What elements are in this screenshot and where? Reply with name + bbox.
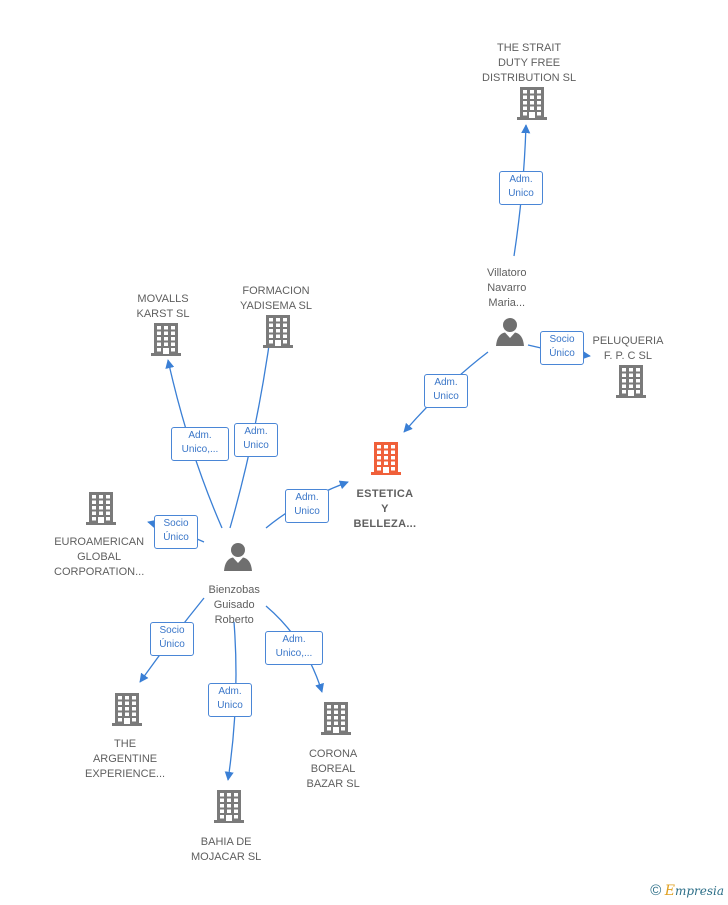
node-label-line: ARGENTINE [92,753,158,765]
edge-label-line: Adm. [218,686,242,697]
edge-label-line: Unico [243,440,269,451]
node-label-line: ESTETICA [356,488,414,500]
node-label-line: Guisado [213,599,255,611]
node-label-line: GLOBAL [77,551,122,563]
node-label-formacion[interactable]: FORMACION YADISEMA SL [240,284,312,314]
node-label-euroamerican[interactable]: EUROAMERICAN GLOBAL CORPORATION... [54,535,144,580]
node-label-line: DISTRIBUTION SL [482,72,577,84]
edge-label-line: Adm. [188,430,212,441]
edge-label-line: Único [163,532,189,543]
node-label-line: F. P. C SL [603,350,653,362]
edge-label-e6[interactable]: Adm. Unico [285,489,329,523]
node-label-line: CORONA [308,748,358,760]
node-label-line: THE STRAIT [496,42,562,54]
node-label-line: FORMACION [242,285,310,297]
node-label-line: CORPORATION... [54,566,145,578]
edge-label-line: Adm. [295,492,319,503]
node-label-movalls[interactable]: MOVALLS KARST SL [137,292,190,322]
building-icon[interactable] [616,364,646,398]
node-label-line: EUROAMERICAN [54,536,145,548]
edge-label-e5[interactable]: Adm. Unico [234,423,278,457]
edge-label-e9[interactable]: Adm. Unico [208,683,252,717]
node-label-line: Villatoro [487,267,527,279]
edge-label-line: Unico [217,700,243,711]
building-icon[interactable] [112,692,142,726]
node-label-line: PELUQUERIA [592,335,664,347]
node-label-line: Bienzobas [208,584,260,596]
edge-label-e3[interactable]: Adm. Unico [424,374,468,408]
node-label-line: Roberto [214,614,254,626]
footer-brand: © Empresia [650,882,724,899]
node-label-corona[interactable]: CORONA BOREAL BAZAR SL [307,747,360,792]
edge-label-e4[interactable]: Adm. Unico,... [171,427,229,461]
edge-label-line: Adm. [434,377,458,388]
node-label-line: Maria... [488,297,526,309]
edge-label-line: Unico,... [181,444,219,455]
node-label-line: MOVALLS [137,293,189,305]
edge-label-line: Unico [508,188,534,199]
person-icon[interactable] [495,316,525,346]
node-label-line: BELLEZA... [353,518,417,530]
node-label-line: MOJACAR SL [191,851,262,863]
node-label-line: DUTY FREE [497,57,561,69]
node-label-line: BOREAL [310,763,356,775]
edge-label-line: Unico [433,391,459,402]
building-icon[interactable] [517,86,547,120]
node-label-line: THE [114,738,137,750]
node-label-peluqueria[interactable]: PELUQUERIA F. P. C SL [593,334,664,364]
edge-label-line: Socio [549,334,575,345]
building-icon[interactable] [86,491,116,525]
node-label-estetica[interactable]: ESTETICA Y BELLEZA... [354,487,417,532]
node-label-line: Y [381,503,389,515]
node-label-argentine[interactable]: THE ARGENTINE EXPERIENCE... [85,737,165,782]
node-label-line: Navarro [487,282,527,294]
edge-label-line: Único [549,348,575,359]
node-label-line: YADISEMA SL [240,300,312,312]
brand-initial: E [664,883,675,899]
copyright-symbol: © [650,882,662,899]
building-icon[interactable] [321,701,351,735]
node-label-strait[interactable]: THE STRAIT DUTY FREE DISTRIBUTION SL [482,41,576,86]
edge-label-line: Adm. [282,634,306,645]
node-label-line: KARST SL [136,308,190,320]
edge-label-line: Unico [294,506,320,517]
building-icon[interactable] [151,322,181,356]
edge-label-line: Socio [159,625,185,636]
edge-label-line: Adm. [509,174,533,185]
edge-label-e10[interactable]: Adm. Unico,... [265,631,323,665]
edge-label-line: Unico,... [275,648,313,659]
node-label-line: BAHIA DE [200,836,252,848]
brand-name: mpresia [674,884,724,898]
person-icon[interactable] [223,541,253,571]
node-label-bahia[interactable]: BAHIA DE MOJACAR SL [191,835,261,865]
node-label-line: EXPERIENCE... [85,768,166,780]
edge-label-line: Adm. [244,426,268,437]
building-icon[interactable] [214,789,244,823]
edge-label-line: Único [159,639,185,650]
edge-label-e1[interactable]: Adm. Unico [499,171,543,205]
edge-label-line: Socio [163,518,189,529]
focus-building-icon[interactable] [371,441,401,475]
building-icon[interactable] [263,314,293,348]
node-label-line: BAZAR SL [306,778,360,790]
